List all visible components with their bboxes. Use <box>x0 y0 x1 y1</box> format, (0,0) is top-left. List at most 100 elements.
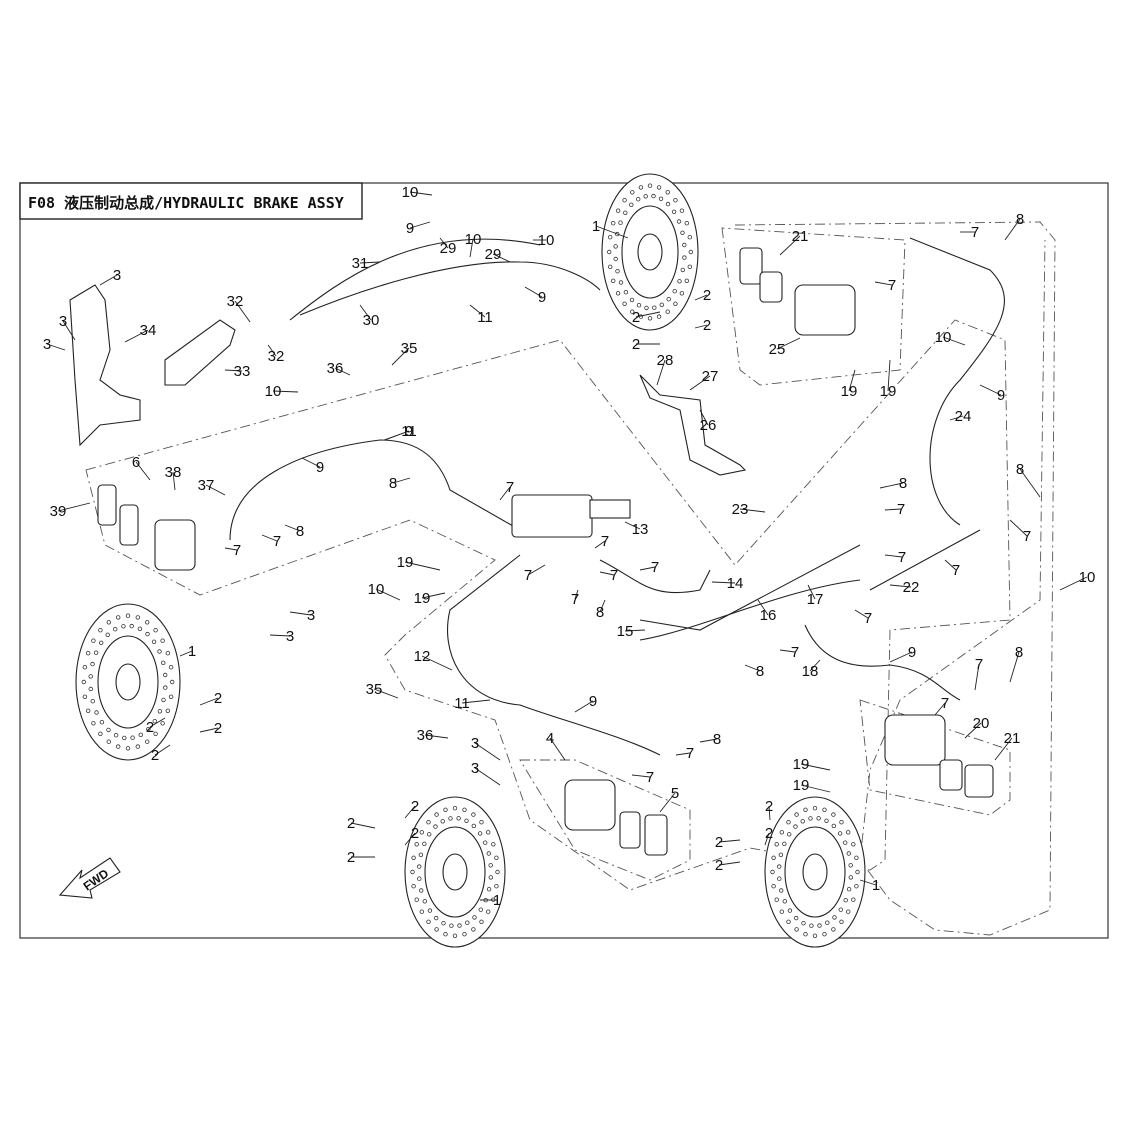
callout-number: 7 <box>971 224 979 241</box>
disc-vent-hole <box>846 887 852 892</box>
disc-vent-hole <box>471 927 476 932</box>
callout-leader-line <box>854 609 869 619</box>
disc-vent-hole <box>495 869 500 875</box>
callout-leader-line <box>409 221 431 229</box>
parking-brake-lever <box>69 284 236 447</box>
callout-number: 2 <box>632 336 640 353</box>
callout-leader-line <box>689 375 711 391</box>
disc-vent-hole <box>170 679 175 685</box>
callout-number: 29 <box>440 240 457 257</box>
callout-number: 2 <box>765 825 773 842</box>
disc-vent-hole <box>779 888 784 893</box>
callout-number: 2 <box>632 309 640 326</box>
disc-vent-hole <box>854 855 859 860</box>
disc-vent-hole <box>803 932 808 937</box>
disc-vent-hole <box>483 840 488 845</box>
callout-leader-line <box>373 688 399 699</box>
disc-vent-hole <box>812 933 818 938</box>
callout-leader-line <box>639 566 656 571</box>
callout-leader-line <box>421 655 453 671</box>
disc-vent-hole <box>831 823 836 829</box>
callout-number: 26 <box>700 417 717 434</box>
callout-number: 25 <box>769 341 786 358</box>
callout-leader-line <box>492 253 511 263</box>
callout-leader-line <box>404 805 416 819</box>
disc-vent-hole <box>837 831 843 836</box>
disc-vent-hole <box>635 197 641 202</box>
disc-vent-hole <box>488 875 493 880</box>
disc-vent-hole <box>86 708 91 713</box>
disc-vent-hole <box>622 301 627 306</box>
disc-vent-hole <box>824 818 829 823</box>
disc-vent-hole <box>414 897 419 902</box>
disc-vent-hole <box>623 210 628 215</box>
callout-leader-line <box>944 559 957 571</box>
callout-number: 2 <box>411 798 419 815</box>
disc-vent-hole <box>98 628 103 633</box>
disc-vent-hole <box>152 719 157 724</box>
callout-leader-line <box>711 581 736 584</box>
callout-leader-line <box>1019 468 1041 498</box>
disc-vent-hole <box>644 305 649 311</box>
callout-leader-line <box>887 359 891 392</box>
disc-vent-hole <box>659 302 664 307</box>
callout-number: 15 <box>617 623 634 640</box>
callout-number: 19 <box>880 383 897 400</box>
callout-leader-line <box>624 629 646 632</box>
callout-number: 9 <box>405 423 413 440</box>
diagram-title: F08 液压制动总成/HYDRAULIC BRAKE ASSY <box>28 194 344 212</box>
disc-vent-hole <box>426 820 431 825</box>
callout-number: 3 <box>43 336 51 353</box>
callout-leader-line <box>757 599 769 616</box>
assembly-group-outlines <box>85 221 1056 936</box>
disc-vent-hole <box>652 305 657 310</box>
callout-leader-line <box>739 508 766 513</box>
disc-vent-hole <box>411 855 416 860</box>
callout-number: 7 <box>610 567 618 584</box>
callout-leader-line <box>599 571 615 576</box>
title-block: F08 液压制动总成/HYDRAULIC BRAKE ASSY <box>19 182 363 220</box>
disc-vent-hole <box>452 933 458 938</box>
callout-number: 12 <box>414 648 431 665</box>
callout-number: 35 <box>401 340 418 357</box>
callout-number: 1 <box>592 218 600 235</box>
callout-leader-line <box>656 359 666 386</box>
disc-vent-hole <box>106 620 111 625</box>
disc-vent-hole <box>832 915 837 920</box>
disc-vent-hole <box>838 907 843 912</box>
callout-number: 1 <box>188 643 196 660</box>
disc-vent-hole <box>672 289 677 294</box>
callout-number: 19 <box>414 590 431 607</box>
brake-disc-front-left <box>75 603 181 761</box>
callout-number: 8 <box>1016 461 1024 478</box>
disc-vent-hole <box>794 915 799 921</box>
callout-number: 5 <box>671 785 679 802</box>
disc-vent-hole <box>671 209 677 214</box>
disc-vent-hole <box>165 708 170 713</box>
callout-number: 30 <box>363 312 380 329</box>
disc-vent-hole <box>163 672 168 678</box>
brake-pedal <box>639 374 747 476</box>
disc-vent-hole <box>665 190 670 195</box>
callout-leader-line <box>149 717 166 728</box>
callout-number: 9 <box>316 459 324 476</box>
disc-vent-hole <box>643 194 648 199</box>
callout-leader-line <box>942 336 966 346</box>
callout-number: 7 <box>898 549 906 566</box>
callout-leader-line <box>46 343 66 351</box>
disc-vent-hole <box>465 920 470 925</box>
callout-leader-line <box>964 722 982 739</box>
callout-leader-line <box>289 611 312 616</box>
callout-leader-line <box>848 369 856 392</box>
callout-number: 7 <box>601 533 609 550</box>
disc-vent-hole <box>422 841 427 846</box>
callout-number: 10 <box>538 232 555 249</box>
disc-vent-hole <box>658 196 664 201</box>
callout-number: 7 <box>506 479 514 496</box>
callout-number: 37 <box>198 477 215 494</box>
disc-vent-hole <box>471 812 476 817</box>
callout-number: 2 <box>703 287 711 304</box>
callout-leader-line <box>574 589 579 600</box>
disc-vent-hole <box>94 710 99 715</box>
disc-vent-hole <box>771 855 776 860</box>
